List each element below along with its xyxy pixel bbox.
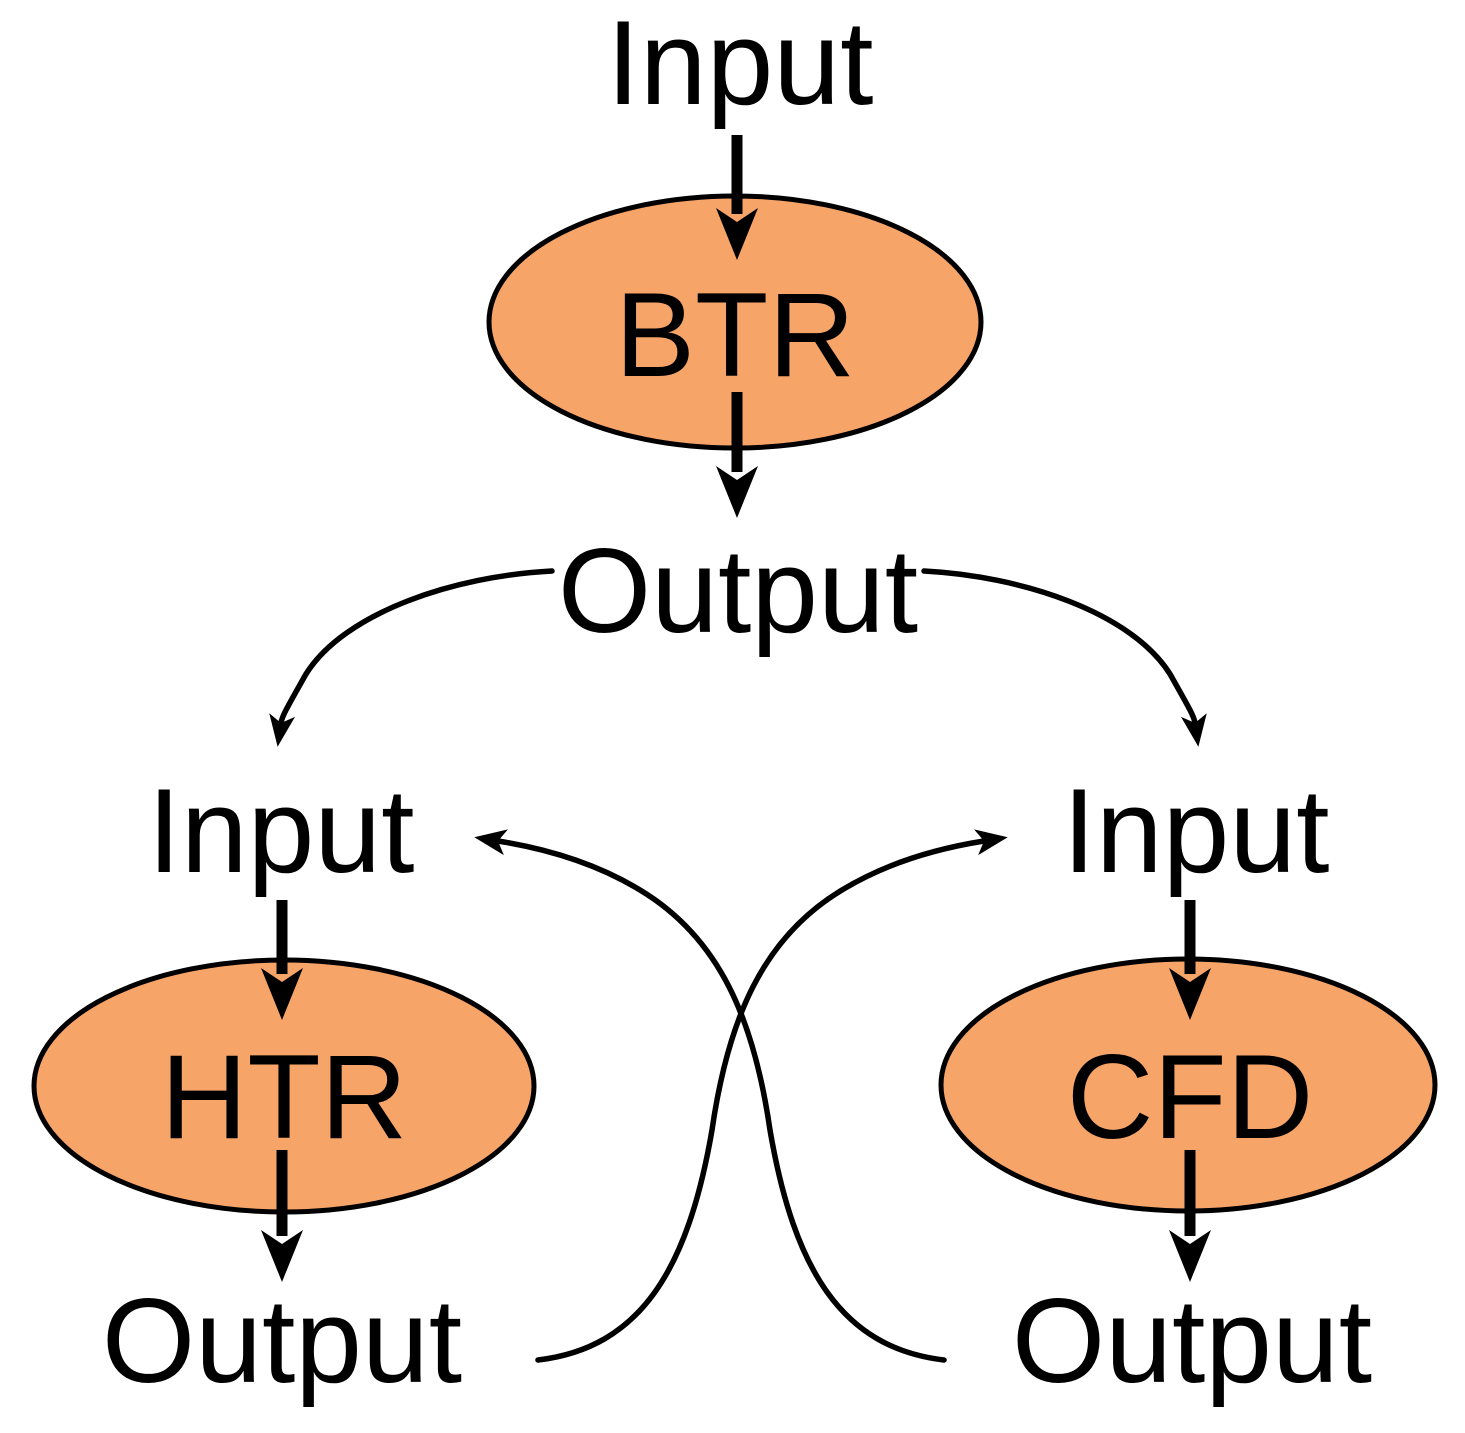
arrow-mid-output-to-right-input — [921, 568, 1207, 747]
left-output-label: Output — [102, 1274, 462, 1408]
left-input-label: Input — [148, 764, 415, 898]
btr-node-label: BTR — [615, 268, 855, 402]
top-input-label: Input — [607, 0, 874, 130]
mid-output-label: Output — [558, 524, 918, 658]
arrow-left-output-to-right-input — [535, 829, 1008, 1363]
right-input-label: Input — [1063, 764, 1330, 898]
arrow-right-output-to-left-input — [474, 829, 947, 1363]
arrow-mid-output-to-left-input — [269, 568, 555, 747]
htr-node-label: HTR — [161, 1030, 408, 1164]
right-output-label: Output — [1012, 1274, 1372, 1408]
cfd-node-label: CFD — [1067, 1030, 1314, 1164]
